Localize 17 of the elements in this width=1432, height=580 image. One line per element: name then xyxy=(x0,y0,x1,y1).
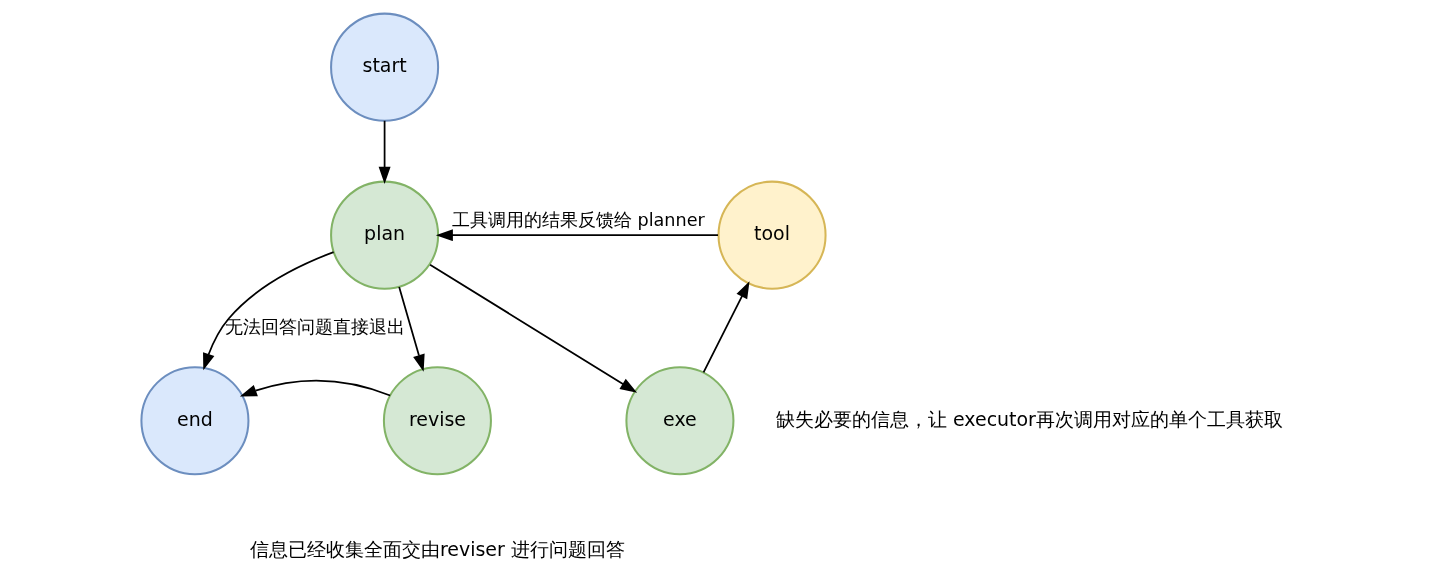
arrow xyxy=(702,281,749,374)
node-circle: tool xyxy=(717,180,827,290)
node-circle: exe xyxy=(624,366,734,476)
arrow xyxy=(397,286,425,372)
arrow xyxy=(378,119,391,184)
node-label: 信息已经收集全面交由reviser 进行问题回答 xyxy=(249,537,625,560)
arrow xyxy=(239,379,391,397)
node-circle: plan xyxy=(329,180,439,290)
edge-label: 工具调用的结果反馈给 planner xyxy=(451,210,705,231)
node-circle: start xyxy=(329,12,439,122)
node-circle: end xyxy=(139,366,249,476)
node-label: 缺失必要的信息，让 executor再次调用对应的单个工具获取 xyxy=(775,407,1283,430)
arrow xyxy=(428,263,637,393)
arrow xyxy=(202,251,334,371)
node-circle: revise xyxy=(382,366,492,476)
edge-label: 无法回答问题直接退出 xyxy=(225,316,405,337)
arrow xyxy=(435,229,719,242)
